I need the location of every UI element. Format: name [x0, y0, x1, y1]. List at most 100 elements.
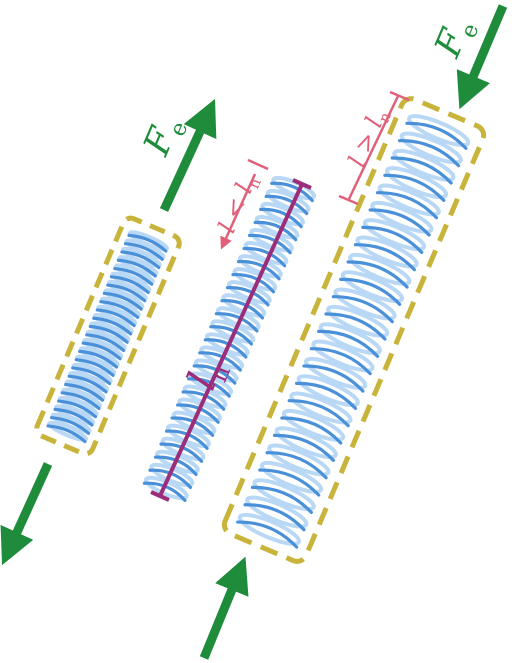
- spring-coil-front: [346, 260, 409, 289]
- stretched-measure-cap-top: [389, 90, 410, 102]
- spring-coil: [243, 241, 289, 266]
- spring-coil: [296, 374, 360, 408]
- spring-coil: [245, 495, 309, 529]
- spring-coil-front: [243, 503, 306, 532]
- spring-coil-front: [331, 295, 394, 324]
- stretched-measure-cap-bottom: [338, 194, 359, 206]
- spring-coil-front: [231, 273, 276, 294]
- spring-coil: [303, 356, 368, 390]
- spring-coil: [407, 114, 471, 148]
- spring-coil-front: [317, 329, 380, 358]
- spring-coil-front: [242, 246, 287, 268]
- spring-coil: [238, 254, 283, 279]
- spring-coil-front: [53, 407, 94, 427]
- spring-coil-front: [95, 308, 136, 328]
- spring-coil: [370, 200, 434, 234]
- spring-coil-front: [109, 275, 150, 295]
- natural-length-cap-bottom: [150, 490, 170, 502]
- stretched-spring-coils: [236, 114, 471, 549]
- spring-coil: [289, 391, 353, 425]
- compressed-spring-outline: [34, 215, 182, 457]
- spring-coil: [362, 218, 427, 252]
- spring-coil-front: [60, 391, 101, 411]
- force-arrow-up-left: [159, 98, 217, 212]
- spring-coil-front: [248, 233, 292, 255]
- spring-coil-front: [74, 358, 115, 377]
- spring-coil-front: [258, 468, 321, 497]
- spring-coil-front: [99, 300, 140, 319]
- spring-coil: [333, 287, 397, 321]
- stretched-measure-line: [347, 95, 400, 200]
- spring-coil: [265, 188, 311, 214]
- spring-coil-front: [71, 366, 112, 386]
- spring-coil-front: [253, 220, 298, 242]
- force-arrow-down-left: [0, 462, 53, 566]
- spring-coil: [237, 512, 301, 546]
- spring-coil-front: [81, 341, 122, 361]
- spring-coil-front: [287, 399, 350, 428]
- spring-coil: [249, 228, 294, 253]
- spring-coil-front: [106, 283, 147, 303]
- spring-coil: [399, 131, 463, 165]
- spring-coil-front: [46, 424, 87, 444]
- spring-coil: [340, 270, 405, 304]
- spring-coil-front: [383, 173, 446, 202]
- compressed-spring: Fe: [0, 98, 217, 566]
- spring-coil: [232, 267, 278, 292]
- spring-coil-front: [127, 233, 168, 253]
- spring-coil-front: [120, 250, 161, 270]
- natural-length-line: [158, 183, 304, 497]
- force-arrow-down-right: [456, 4, 508, 110]
- spring-coil-front: [339, 277, 402, 306]
- spring-coil-front: [236, 259, 281, 281]
- spring-coil-front: [102, 291, 143, 311]
- natural-length-cap-top: [292, 178, 312, 190]
- spring-coil-front: [88, 324, 129, 344]
- spring-coil: [260, 201, 305, 227]
- spring-coil: [377, 183, 441, 217]
- spring-coil-front: [309, 347, 372, 376]
- spring-coil-front: [264, 194, 309, 216]
- spring-coil: [215, 306, 261, 331]
- spring-coil-front: [116, 258, 157, 278]
- spring-coil-front: [214, 312, 259, 333]
- spring-coil-front: [353, 243, 416, 272]
- spring-coil-front: [368, 208, 431, 237]
- spring-coil-front: [148, 468, 193, 490]
- spring-coil: [384, 166, 449, 200]
- spring-coil-front: [390, 156, 453, 185]
- spring-coil-front: [294, 381, 358, 410]
- spring-coil-front: [280, 416, 343, 445]
- spring-coil-front: [270, 181, 314, 203]
- spring-coil-front: [123, 242, 164, 261]
- spring-coil-front: [225, 286, 270, 307]
- compressed-measure-line: [220, 173, 257, 250]
- spring-coil-front: [302, 364, 365, 393]
- spring-coil: [311, 339, 375, 373]
- spring-coil: [127, 230, 169, 252]
- spring-coil-front: [78, 349, 119, 369]
- spring-coil-front: [57, 399, 98, 419]
- spring-coil: [274, 426, 338, 460]
- spring-coil-front: [220, 299, 265, 320]
- spring-coil-front: [324, 312, 387, 341]
- spring-coil: [348, 252, 412, 286]
- spring-coil-front: [67, 374, 108, 394]
- spring-coil: [226, 280, 272, 305]
- force-label-right: Fe: [427, 12, 485, 66]
- spring-coil: [392, 148, 456, 182]
- stretched-spring-outline: [221, 96, 487, 564]
- spring-coil-front: [85, 333, 126, 353]
- spring-coil: [318, 322, 382, 356]
- spring-coil: [252, 478, 316, 512]
- natural-spring: ln l < ln: [142, 158, 317, 503]
- spring-coil: [221, 293, 267, 318]
- spring-coil: [267, 443, 331, 477]
- spring-coil: [355, 235, 419, 269]
- spring-coil: [259, 460, 324, 494]
- spring-coil: [281, 408, 346, 442]
- spring-coil: [326, 304, 390, 338]
- force-arrow-up-right: [199, 556, 249, 660]
- spring-coil-front: [50, 416, 91, 435]
